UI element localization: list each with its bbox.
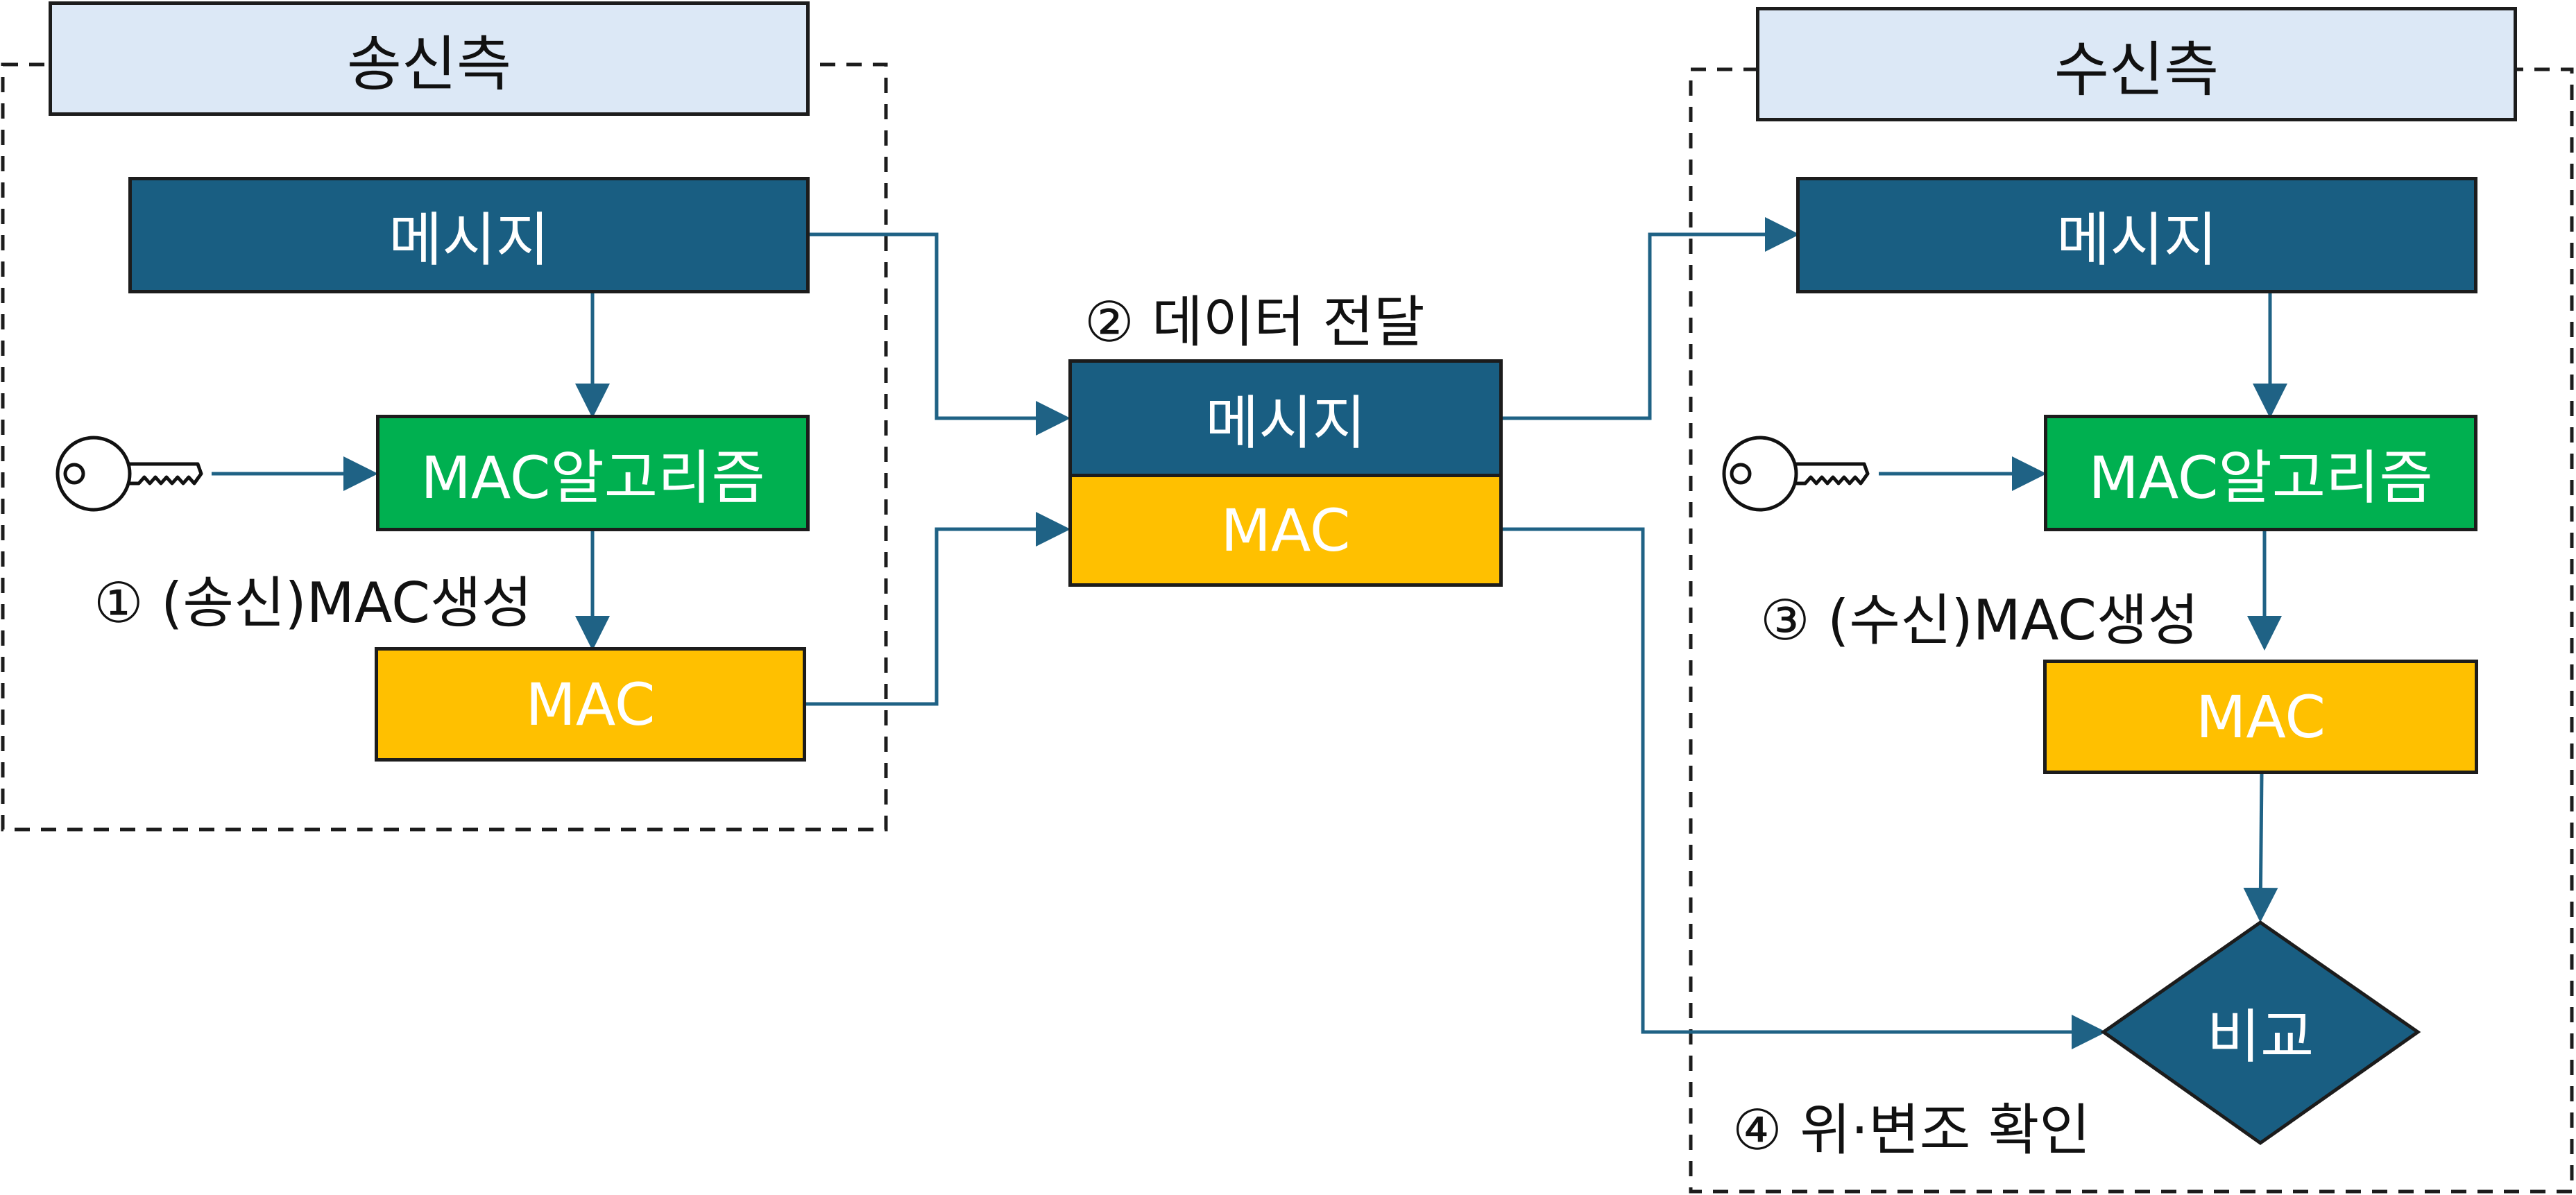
sender-group-frame: [1, 62, 888, 832]
compare-label: 비교: [2206, 1002, 2314, 1071]
arrow-receiver-mac-to-compare: [2243, 773, 2278, 922]
compare-diamond: [2100, 920, 2421, 1146]
key-icon: [56, 436, 203, 512]
receiver-message-box: 메시지: [1796, 177, 2477, 293]
transfer-message-box: 메시지: [1068, 359, 1503, 477]
sender-message-box: 메시지: [128, 177, 810, 293]
arrow-sender-message-to-transfer: [808, 232, 1071, 436]
receiver-mac-algorithm-box: MAC알고리즘: [2044, 415, 2477, 531]
key-icon: [1722, 436, 1870, 512]
sender-mac-algorithm-box: MAC알고리즘: [376, 415, 810, 531]
sender-title: 송신측: [49, 1, 810, 116]
receiver-step-label: ③ (수신)MAC생성: [1760, 588, 2199, 653]
receiver-title: 수신측: [1756, 7, 2517, 121]
arrow-transfer-mac-to-compare: [1501, 527, 2106, 1049]
verify-step-label: ④ 위·변조 확인: [1732, 1098, 2091, 1162]
arrow-transfer-message-to-receiver: [1501, 217, 1800, 420]
sender-step-label: ① (송신)MAC생성: [94, 571, 533, 635]
transfer-step-label: ② 데이터 전달: [1084, 290, 1425, 354]
transfer-mac-box: MAC: [1068, 474, 1503, 587]
arrow-sender-mac-to-transfer: [805, 512, 1071, 706]
receiver-mac-box: MAC: [2043, 660, 2478, 774]
sender-mac-box: MAC: [375, 647, 806, 762]
